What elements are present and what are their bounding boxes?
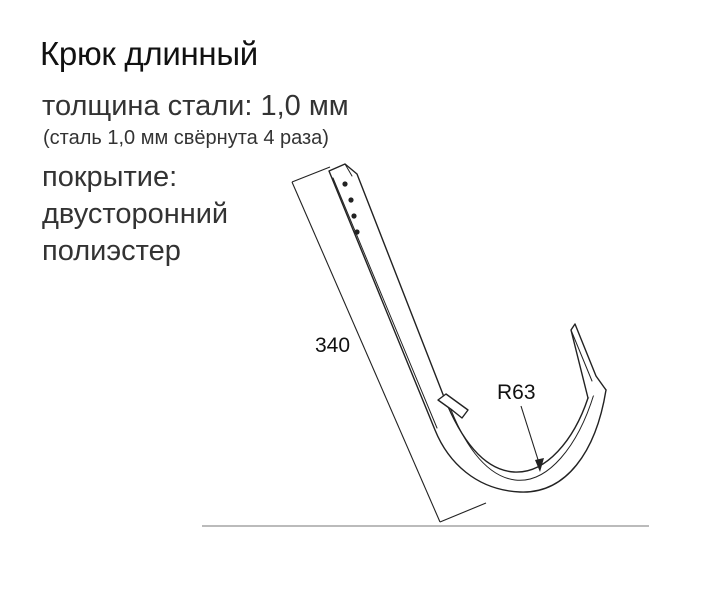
mounting-hole <box>351 213 357 219</box>
steel-thickness: толщина стали: 1,0 мм <box>42 90 349 122</box>
gutter-hook <box>328 163 607 493</box>
coating-description: покрытие: двусторонний полиэстер <box>42 159 228 270</box>
length-dimension <box>291 166 487 523</box>
coating-line: двусторонний <box>42 198 229 230</box>
mounting-hole <box>354 229 360 235</box>
coating-line: полиэстер <box>42 235 181 267</box>
steel-thickness-note: (сталь 1,0 мм свёрнута 4 раза) <box>43 127 329 149</box>
product-title: Крюк длинный <box>40 35 258 72</box>
mounting-hole <box>342 181 348 187</box>
length-label: 340 <box>315 334 350 357</box>
radius-dimension: R63 <box>497 381 544 472</box>
coating-line: покрытие: <box>42 161 178 193</box>
radius-label: R63 <box>497 381 536 404</box>
mounting-hole <box>348 197 354 203</box>
